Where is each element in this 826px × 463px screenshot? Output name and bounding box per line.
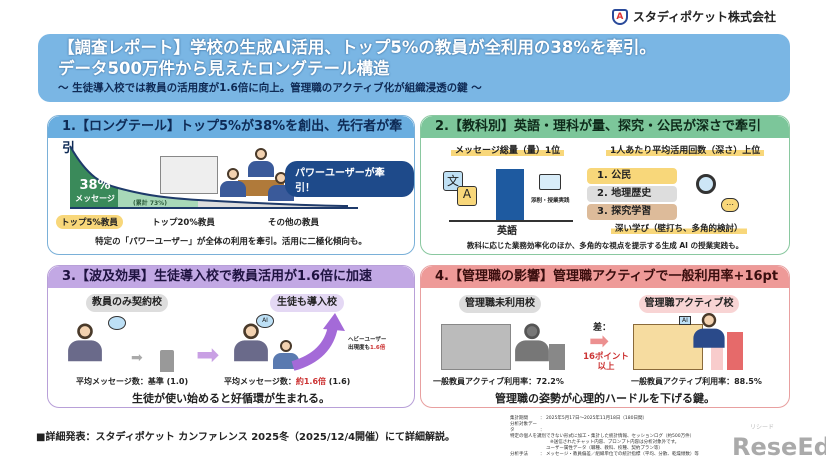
side-label: 添削・授業実践 [531, 198, 570, 204]
share-label: メッセージ [75, 194, 115, 203]
cumulative-label: (累計 73%) [133, 200, 167, 207]
volume-heading: メッセージ総量（量）1位 [451, 143, 565, 156]
share-value: 38% [79, 178, 111, 193]
watermark-logo: ReseEd [732, 433, 826, 461]
note-row: ユーザー属性データ（職種、教科、校種、契約プラン等） [546, 446, 663, 451]
depth-note: 深い学び（壁打ち、多角的検討） [611, 222, 747, 234]
watermark-sub: リシード [750, 424, 775, 431]
panel-title: 3.【波及効果】生徒導入校で教員活用が1.6倍に加速 [48, 266, 414, 288]
left-metric: 平均メッセージ数：基準 (1.0) [76, 377, 189, 386]
panel-caption: 特定の「パワーユーザー」が全体の利用を牽引。活用に二極化傾向も。 [95, 237, 367, 247]
panel-long-tail: 1.【ロングテール】トップ5%が38%を創出、先行者が牽引 38% メッセージ … [47, 115, 415, 255]
heavy-user-value: 1.6倍 [370, 345, 386, 351]
metric-value: 約1.6倍 [295, 377, 327, 386]
notes: 集計期間： 2025年5月17日～2025年11月18日（180日間） 分析対象… [510, 416, 730, 458]
title-line-1: 【調査レポート】学校の生成AI活用、トップ5%の教員が全利用の38%を牽引。 [58, 38, 656, 57]
panel-title: 1.【ロングテール】トップ5%が38%を創出、先行者が牽引 [48, 116, 414, 156]
note-row: 集計期間： 2025年5月17日～2025年11月18日（180日間） [510, 416, 647, 421]
magnifier-icon [696, 174, 716, 194]
bar-baseline [160, 350, 174, 372]
teacher-only-label: 教員のみ契約校 [86, 294, 168, 312]
diff-line2: 以上 [597, 362, 615, 372]
panel-ripple-effect: 3.【波及効果】生徒導入校で教員活用が1.6倍に加速 教員のみ契約校 生徒も導入… [47, 265, 415, 408]
school-color-icon [633, 324, 703, 370]
arrow-right-icon: ➡ [131, 350, 143, 366]
speech-bubble-icon [108, 316, 126, 330]
right-metric: 一般教員アクティブ利用率：88.5% [631, 377, 762, 386]
power-user-callout: パワーユーザーが牽引！ [285, 161, 414, 197]
long-tail-curve [69, 145, 358, 209]
translate-icon-a: A [457, 186, 477, 206]
volume-subject: 英語 [497, 226, 517, 237]
segment-others: その他の教員 [268, 218, 320, 228]
teacher-icon [220, 168, 246, 198]
shield-logo-icon: A [611, 8, 628, 25]
note-row: 分析手法： メッセージ・教員偏差／組織単位での統計指標（平均、分散、乾燥傾数）等 [510, 452, 699, 457]
school-gray-icon [441, 324, 511, 370]
right-metric: 平均メッセージ数：約1.6倍 (1.6) [224, 376, 350, 387]
metric-prefix: 平均メッセージ数： [224, 377, 296, 386]
manager-silhouette-icon [515, 323, 549, 363]
segment-top5: トップ5%教員 [56, 215, 123, 229]
depth-heading: 1人あたり平均活用回数（深さ）上位 [606, 143, 765, 156]
big-arrow-icon: ➡ [196, 338, 220, 371]
diff-label: 差： [593, 323, 612, 333]
panel-caption: 管理職の姿勢が心理的ハードルを下げる鍵。 [495, 392, 715, 405]
edit-document-icon [539, 174, 561, 190]
arrow-right-icon: ➡ [589, 327, 610, 355]
subtitle: ～ 生徒導入校では教員の活用度が1.6倍に向上。管理職のアクティブ化が組織浸透の… [58, 82, 482, 94]
active-label: 管理職アクティブ校 [639, 295, 739, 313]
note-row: ※送信されたチャット内容、プロンプト内容は分析対象外です。 [550, 440, 680, 445]
panel-caption: 生徒が使い始めると好循環が生まれる。 [132, 392, 330, 405]
rank-3: 3. 探究学習 [587, 204, 677, 220]
company-name: スタディポケット株式会社 [632, 10, 776, 24]
segment-top20: トップ20%教員 [152, 218, 215, 228]
teacher-icon [68, 323, 102, 363]
left-metric: 一般教員アクティブ利用率：72.2% [433, 377, 564, 386]
diff-line1: 16ポイント [583, 352, 629, 362]
baseline [449, 220, 573, 222]
top5-share: 38% メッセージ [73, 178, 117, 204]
manager-icon [693, 313, 725, 349]
volume-bar-english [496, 169, 524, 220]
growth-arrow-icon [291, 313, 345, 371]
heavy-user-note: ヘビーユーザー 出現度も1.6倍 [348, 336, 386, 352]
panel-caption: 教科に応じた業務効率化のほか、多角的な視点を提示する生成 AI の授業実践も。 [466, 241, 744, 250]
inactive-label: 管理職未利用校 [459, 295, 541, 313]
title-line-2: データ500万件から見えたロングテール構造 [58, 59, 390, 78]
chat-bubble-icon: … [721, 198, 739, 212]
company-logo: A スタディポケット株式会社 [611, 8, 776, 25]
student-too-label: 生徒も導入校 [270, 294, 344, 312]
ai-bubble-icon: AI [256, 314, 274, 328]
school-building-icon [160, 156, 218, 194]
announcement: ■詳細発表：スタディポケット カンファレンス 2025冬（2025/12/4開催… [36, 432, 456, 443]
metric-suffix: (1.6) [326, 377, 351, 386]
student-laptop-icon [273, 340, 299, 370]
bar-inactive [549, 344, 565, 370]
teacher-icon [234, 323, 268, 363]
title-banner: 【調査レポート】学校の生成AI活用、トップ5%の教員が全利用の38%を牽引。 デ… [38, 34, 790, 102]
panel-title: 2.【教科別】英語・理科が量、探究・公民が深さで牽引 [421, 116, 789, 138]
note-row: 分析対象データ： 特定の個人を識別できない形式に加工・集計した統計情報、セッショ… [510, 422, 695, 439]
rank-2: 2. 地理歴史 [587, 186, 677, 202]
panel-management: 4.【管理職の影響】管理職アクティブで一般利用率+16pt 管理職未利用校 管理… [420, 265, 790, 408]
panel-subjects: 2.【教科別】英語・理科が量、探究・公民が深さで牽引 メッセージ総量（量）1位 … [420, 115, 790, 255]
diff-value: 16ポイント以上 [581, 352, 631, 372]
bar-active [727, 332, 743, 370]
heavy-user-line1: ヘビーユーザー [348, 337, 387, 343]
teacher-leader-icon [248, 148, 274, 178]
ai-badge: AI [679, 316, 691, 325]
rank-1: 1. 公民 [587, 168, 677, 184]
heavy-user-prefix: 出現度も [348, 345, 371, 351]
panel-title: 4.【管理職の影響】管理職アクティブで一般利用率+16pt [421, 266, 789, 288]
